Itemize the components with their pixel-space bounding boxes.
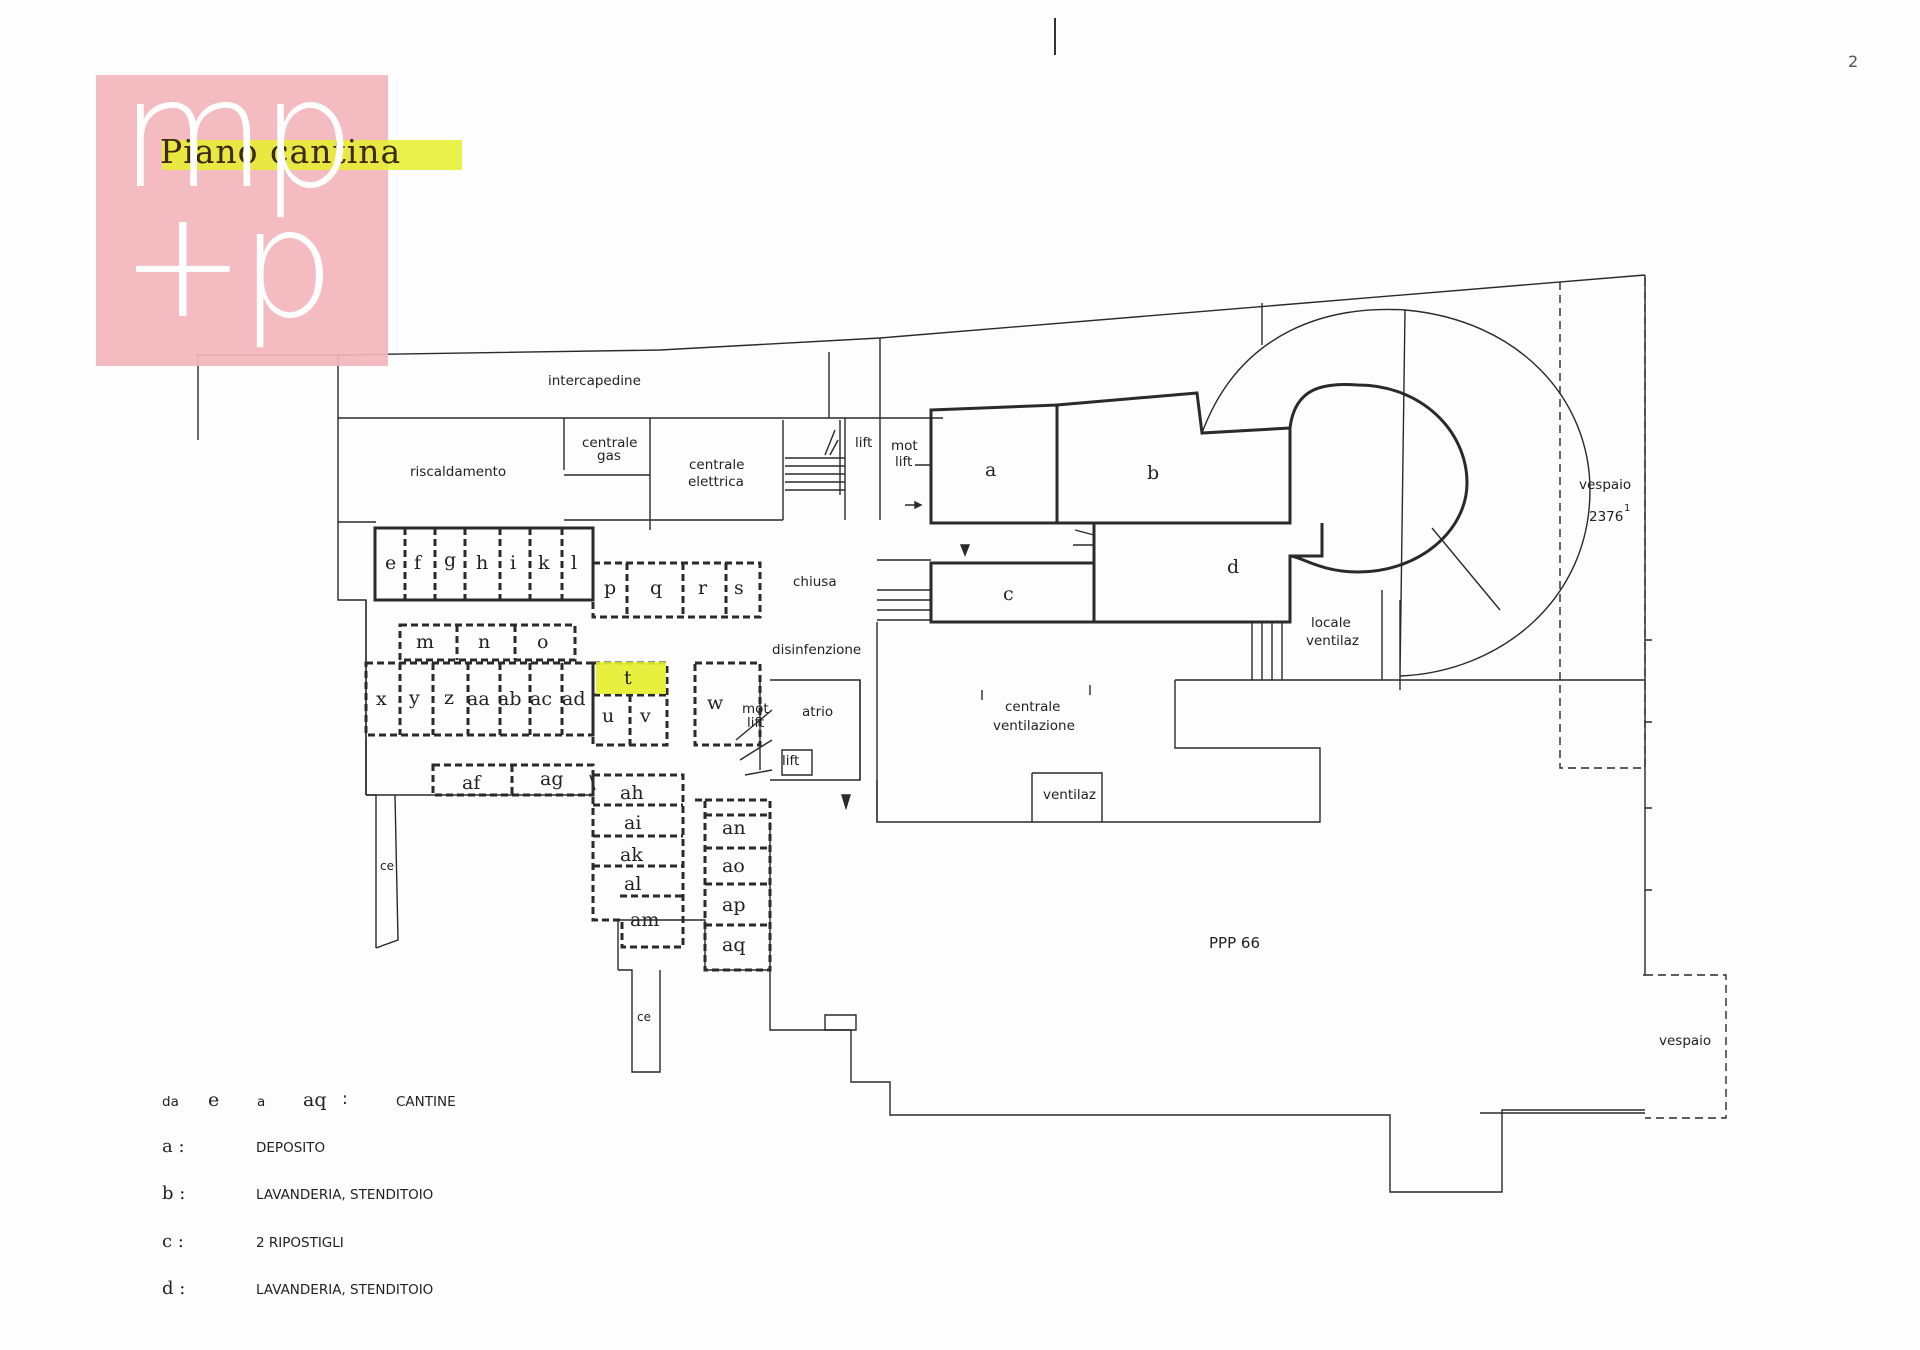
cantina-al: al	[624, 873, 641, 895]
label-vespaio-top-sup: 1	[1624, 503, 1630, 514]
legend-key-b: b :	[162, 1183, 185, 1204]
cantina-ak: ak	[620, 844, 643, 866]
plan-outer-top	[337, 274, 1646, 356]
legend-cantine: CANTINE	[396, 1094, 456, 1110]
label-lift-top: lift	[855, 435, 872, 451]
cantina-o: o	[537, 631, 548, 653]
page-title: Piano cantina	[160, 132, 402, 171]
logo-line-1: mp	[120, 48, 355, 222]
label-riscaldamento: riscaldamento	[410, 464, 506, 480]
label-centrale-gas-2: gas	[597, 448, 621, 464]
cantina-ao: ao	[722, 855, 745, 877]
cantina-m: m	[416, 631, 434, 653]
cantina-e: e	[385, 552, 396, 574]
legend-key-a: a :	[162, 1136, 185, 1157]
legend-value-c: 2 RIPOSTIGLI	[256, 1235, 344, 1251]
label-room-a: a	[985, 459, 996, 481]
label-mot-lift-1: mot	[742, 701, 769, 717]
cantina-af: af	[462, 772, 482, 794]
cantina-r: r	[698, 577, 708, 599]
label-room-d: d	[1227, 556, 1239, 578]
label-vespaio-bottom: vespaio	[1659, 1033, 1711, 1049]
cantina-s: s	[734, 577, 744, 599]
label-disinfenzione: disinfenzione	[772, 642, 861, 658]
cantina-aq: aq	[722, 934, 746, 956]
label-centrale-gas-1: centrale	[582, 435, 637, 451]
label-atrio: atrio	[802, 704, 833, 720]
cantina-ap: ap	[722, 894, 746, 916]
label-ce-bottom: ce	[637, 1010, 651, 1024]
legend-a-conj: a	[257, 1094, 265, 1110]
cantina-w: w	[707, 692, 724, 714]
label-mot-lift-top-2: lift	[895, 454, 912, 470]
cantina-n: n	[478, 631, 490, 653]
legend-colon: :	[342, 1089, 348, 1109]
cantina-t: t	[624, 667, 632, 689]
legend-value-d: LAVANDERIA, STENDITOIO	[256, 1282, 433, 1298]
label-mot-lift-2: lift	[747, 715, 764, 731]
cantina-l: l	[571, 552, 577, 574]
label-vespaio-top-1: vespaio	[1579, 477, 1631, 493]
cantina-g: g	[444, 549, 456, 571]
cantina-z: z	[444, 687, 454, 709]
legend-key-d: d :	[162, 1278, 185, 1299]
logo: mp +p	[120, 48, 380, 352]
legend-da: da	[162, 1094, 179, 1110]
cantina-u: u	[602, 705, 614, 727]
label-centrale-elettrica-2: elettrica	[688, 474, 744, 490]
label-lift: lift	[782, 753, 799, 769]
cantina-i: i	[510, 552, 516, 574]
title-highlight	[162, 140, 462, 170]
legend-value-a: DEPOSITO	[256, 1140, 325, 1156]
label-ppp: PPP 66	[1209, 934, 1260, 952]
legend-e: e	[208, 1089, 219, 1111]
legend: da e a aq : CANTINE a : DEPOSITO b : LAV…	[162, 1089, 456, 1299]
cantina-an: an	[722, 817, 746, 839]
label-chiusa: chiusa	[793, 574, 837, 590]
label-vespaio-top-2: 2376	[1589, 509, 1623, 525]
cantina-p: p	[604, 577, 616, 599]
cantina-f: f	[414, 552, 423, 574]
legend-aq: aq	[303, 1089, 327, 1111]
legend-value-b: LAVANDERIA, STENDITOIO	[256, 1187, 433, 1203]
cantina-h: h	[476, 552, 488, 574]
cantina-aa: aa	[467, 688, 490, 710]
logo-line-2: +p	[120, 178, 335, 352]
cantina-am: am	[630, 909, 659, 931]
cantina-ai: ai	[624, 812, 641, 834]
cantina-v: v	[639, 705, 651, 727]
cantina-y: y	[408, 687, 420, 709]
cantina-ab: ab	[498, 688, 522, 710]
logo-background	[96, 75, 388, 366]
legend-key-c: c :	[162, 1231, 184, 1252]
plan-outer-left	[198, 354, 367, 795]
highlight-t	[596, 662, 666, 694]
label-room-b: b	[1147, 462, 1159, 484]
label-centrale-ventilazione-1: centrale	[1005, 699, 1060, 715]
page-number: 2	[1848, 52, 1859, 71]
label-ce-left: ce	[380, 859, 394, 873]
label-ventilaz: ventilaz	[1043, 787, 1096, 803]
label-intercapedine: intercapedine	[548, 373, 641, 389]
cantina-ag: ag	[540, 768, 564, 790]
label-centrale-elettrica-1: centrale	[689, 457, 744, 473]
label-locale-ventilaz-1: locale	[1311, 615, 1351, 631]
label-room-c: c	[1003, 583, 1014, 605]
cantina-ad: ad	[562, 688, 586, 710]
label-locale-ventilaz-2: ventilaz	[1306, 633, 1359, 649]
label-centrale-ventilazione-2: ventilazione	[993, 718, 1075, 734]
cantina-k: k	[538, 552, 550, 574]
label-mot-lift-top-1: mot	[891, 438, 918, 454]
cantina-x: x	[376, 688, 387, 710]
cantina-q: q	[650, 577, 662, 599]
cantina-ac: ac	[530, 688, 552, 710]
cantina-ah: ah	[620, 782, 644, 804]
